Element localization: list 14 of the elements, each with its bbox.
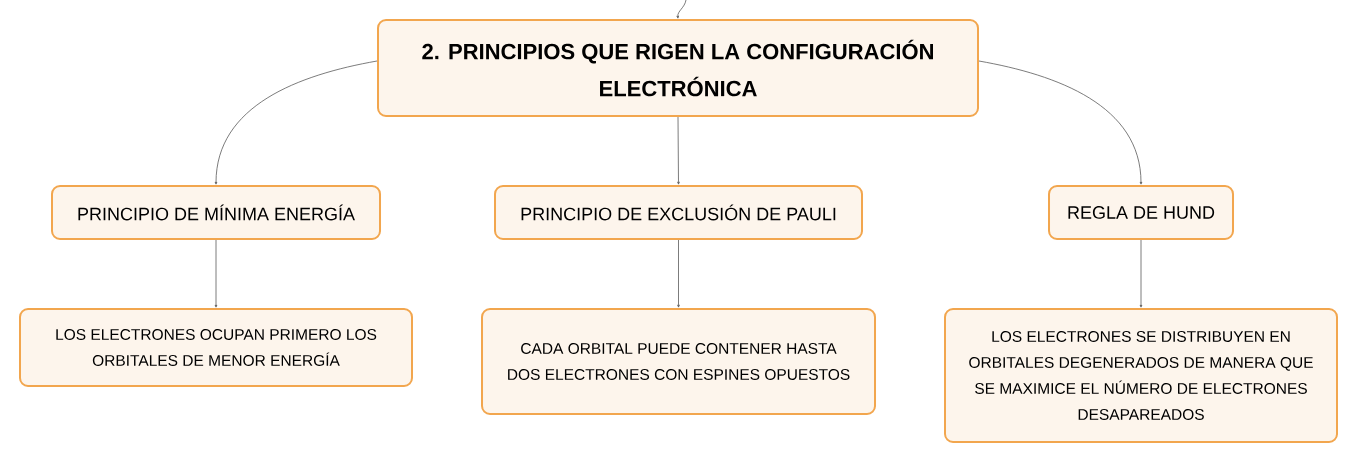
connector-arrow (676, 0, 687, 19)
description-box: LOS ELECTRONES SE DISTRIBUYEN EN ORBITALES DEGENERADOS DE MANERA QUE SE MAXIMICE EL NÚMERO DE ELECTRONES DESAPAREADOS (944, 308, 1338, 443)
concept-box: PRINCIPIO DE EXCLUSIÓN DE PAULI (494, 185, 863, 240)
description-box: LOS ELECTRONES OCUPAN PRIMERO LOS ORBITALES DE MENOR ENERGÍA (19, 308, 413, 387)
title-box: 2. PRINCIPIOS QUE RIGEN LA CONFIGURACIÓN ELECTRÓNICA (377, 19, 979, 117)
description-box: CADA ORBITAL PUEDE CONTENER HASTA DOS ELECTRONES CON ESPINES OPUESTOS (481, 308, 876, 415)
connector-arrow (214, 60, 378, 185)
connector-arrow (677, 239, 680, 308)
connector-arrow (214, 239, 218, 308)
connector-arrow (1139, 239, 1143, 308)
connector-arrow (978, 60, 1143, 185)
connector-arrow (677, 116, 680, 185)
concept-box: REGLA DE HUND (1048, 185, 1234, 240)
concept-box: PRINCIPIO DE MÍNIMA ENERGÍA (51, 185, 381, 240)
